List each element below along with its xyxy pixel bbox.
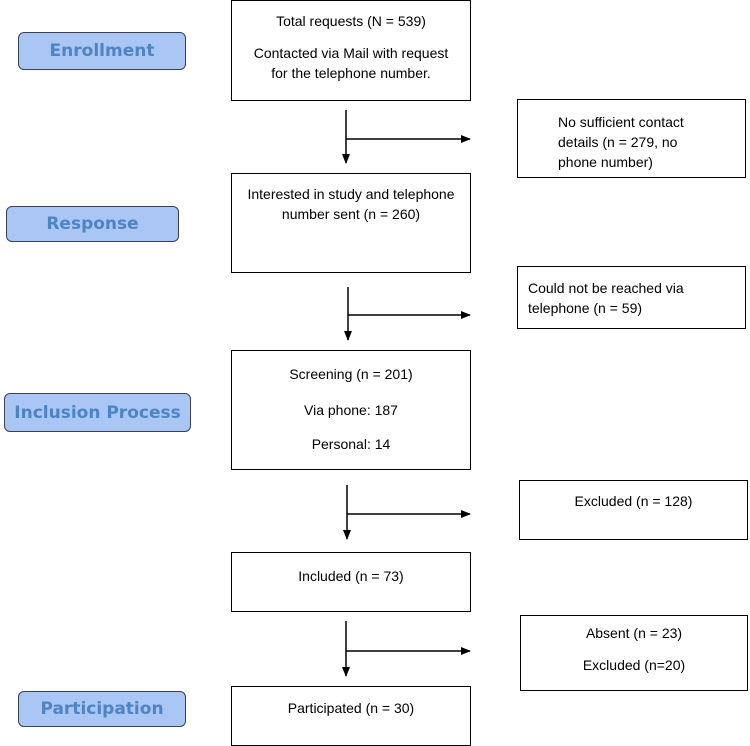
excluded-absent-text: Excluded (n=20) [582, 657, 686, 673]
personal-text: Personal: 14 [311, 436, 391, 452]
no-contact-text: No sufficient contact details (n = 279, … [558, 114, 684, 170]
box-included: Included (n = 73) [231, 552, 471, 612]
stage-label: Inclusion Process [14, 402, 181, 423]
box-screening: Screening (n = 201) Via phone: 187 Perso… [231, 350, 471, 470]
stage-enrollment: Enrollment [18, 32, 186, 70]
box-not-reached: Could not be reached via telephone (n = … [517, 266, 746, 329]
box-no-contact: No sufficient contact details (n = 279, … [517, 99, 746, 178]
box-excluded: Excluded (n = 128) [519, 480, 748, 540]
stage-response: Response [6, 206, 179, 242]
stage-label: Response [46, 214, 139, 234]
stage-inclusion-process: Inclusion Process [4, 393, 191, 432]
via-phone-text: Via phone: 187 [304, 402, 398, 418]
stage-participation: Participation [18, 691, 186, 727]
contacted-text: Contacted via Mail with request for the … [253, 45, 449, 81]
box-interested: Interested in study and telephone number… [231, 173, 471, 273]
included-text: Included (n = 73) [298, 568, 404, 584]
participated-text: Participated (n = 30) [287, 700, 415, 716]
stage-label: Participation [40, 699, 164, 719]
interested-text: Interested in study and telephone number… [247, 186, 455, 222]
box-total-requests: Total requests (N = 539) Contacted via M… [231, 0, 471, 101]
excluded-text: Excluded (n = 128) [574, 493, 693, 509]
stage-label: Enrollment [49, 41, 155, 61]
total-requests-text: Total requests (N = 539) [276, 13, 426, 29]
not-reached-text: Could not be reached via telephone (n = … [528, 280, 684, 316]
absent-text: Absent (n = 23) [585, 625, 683, 641]
screening-text: Screening (n = 201) [289, 366, 413, 382]
box-absent: Absent (n = 23) Excluded (n=20) [520, 615, 748, 691]
